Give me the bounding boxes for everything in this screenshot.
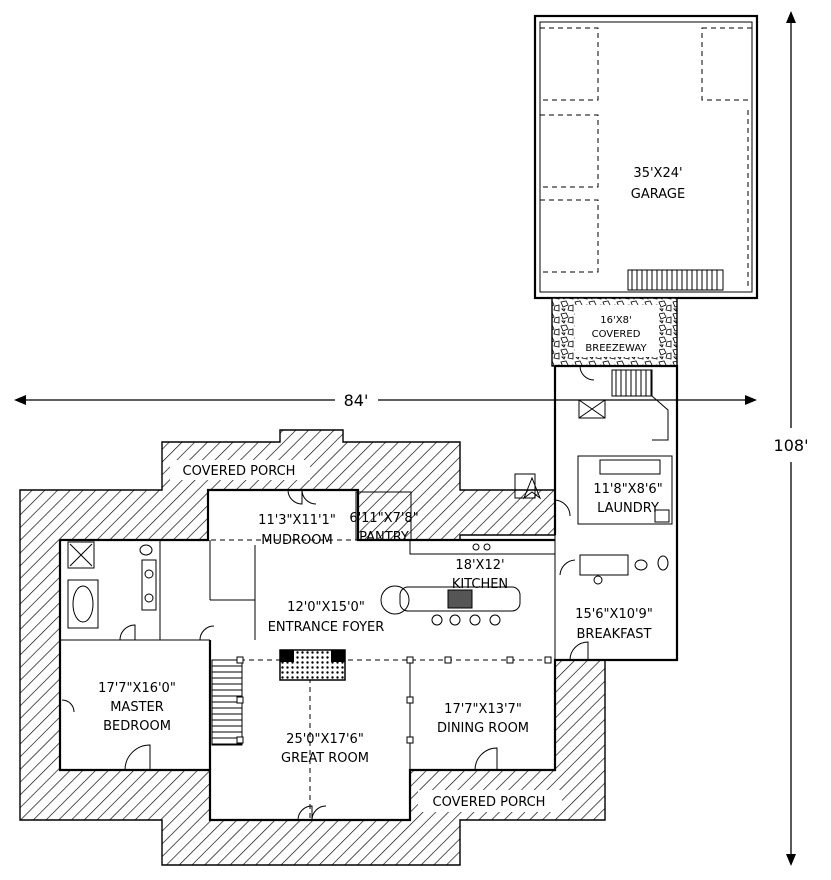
room-garage: 35'X24' GARAGE <box>631 166 685 202</box>
room-covered-porch-rear: COVERED PORCH <box>170 460 310 480</box>
post <box>236 656 244 664</box>
master-bath-fixtures <box>67 541 157 629</box>
post <box>444 656 452 664</box>
width-dimension-label: 84' <box>344 391 369 410</box>
main-stair-treads <box>212 665 242 745</box>
kitchen-size: 18'X12' <box>455 558 504 573</box>
breezeway-name-line2: BREEZEWAY <box>585 343 647 354</box>
kitchen-name: KITCHEN <box>452 577 508 592</box>
house-walls <box>58 364 679 822</box>
pantry-name: PANTRY <box>359 530 409 545</box>
master-bedroom-name-line2: BEDROOM <box>103 719 171 734</box>
breakfast-name: BREAKFAST <box>577 627 652 642</box>
breezeway-slab <box>551 297 678 367</box>
garage-stairs <box>627 269 724 291</box>
master-bedroom-name-line1: MASTER <box>110 700 164 715</box>
post <box>236 736 244 744</box>
room-covered-porch-front: COVERED PORCH <box>418 790 562 812</box>
mudroom-name: MUDROOM <box>261 533 332 548</box>
room-mudroom: 11'3"X11'1" MUDROOM <box>258 513 336 548</box>
post <box>406 656 414 664</box>
great-room-size: 25'0"X17'6" <box>286 732 364 747</box>
master-bedroom-size: 17'7"X16'0" <box>98 681 176 696</box>
kitchen-island <box>380 539 556 626</box>
entrance-foyer-name: ENTRANCE FOYER <box>268 620 385 635</box>
covered-porch-rear-name: COVERED PORCH <box>183 464 296 479</box>
room-dining-room: 17'7"X13'7" DINING ROOM <box>437 702 529 736</box>
mudroom-size: 11'3"X11'1" <box>258 513 336 528</box>
dining-room-size: 17'7"X13'7" <box>444 702 522 717</box>
post <box>236 696 244 704</box>
powder-room-fixtures <box>579 509 670 585</box>
north-arrow-icon <box>514 473 542 500</box>
porch-posts <box>236 656 552 744</box>
laundry-name: LAUNDRY <box>597 501 659 516</box>
laundry-size: 11'8"X8'6" <box>593 482 662 497</box>
room-breakfast: 15'6"X10'9" BREAKFAST <box>575 607 653 642</box>
post <box>506 656 514 664</box>
room-laundry: 11'8"X8'6" LAUNDRY <box>593 482 662 516</box>
room-breezeway: 16'X8' COVERED BREEZEWAY <box>585 315 647 354</box>
garage-structure <box>533 14 759 300</box>
great-room-name: GREAT ROOM <box>281 751 369 766</box>
room-great-room: 25'0"X17'6" GREAT ROOM <box>281 732 369 766</box>
dining-room-name: DINING ROOM <box>437 721 529 736</box>
breezeway-name-line1: COVERED <box>592 329 641 340</box>
width-dimension-line <box>14 395 757 405</box>
garage-stair-treads <box>631 270 718 290</box>
post <box>406 736 414 744</box>
garage-name: GARAGE <box>631 187 685 202</box>
service-stairs <box>611 369 669 441</box>
entrance-foyer-size: 12'0"X15'0" <box>287 600 365 615</box>
breezeway-size: 16'X8' <box>600 315 631 326</box>
service-stair-treads <box>615 370 652 396</box>
pantry-size: 6'11"X7'8" <box>349 511 418 526</box>
depth-dimension-label: 108' <box>774 436 809 455</box>
post <box>406 696 414 704</box>
post <box>544 656 552 664</box>
depth-dimension-line <box>786 11 796 866</box>
fireplace <box>279 649 346 681</box>
room-entrance-foyer: 12'0"X15'0" ENTRANCE FOYER <box>268 600 385 635</box>
room-kitchen: 18'X12' KITCHEN <box>452 558 508 592</box>
covered-porch-front-name: COVERED PORCH <box>433 795 546 810</box>
breakfast-size: 15'6"X10'9" <box>575 607 653 622</box>
garage-size: 35'X24' <box>633 166 682 181</box>
room-pantry: 6'11"X7'8" PANTRY <box>349 511 418 545</box>
room-master-bedroom: 17'7"X16'0" MASTER BEDROOM <box>98 681 176 734</box>
